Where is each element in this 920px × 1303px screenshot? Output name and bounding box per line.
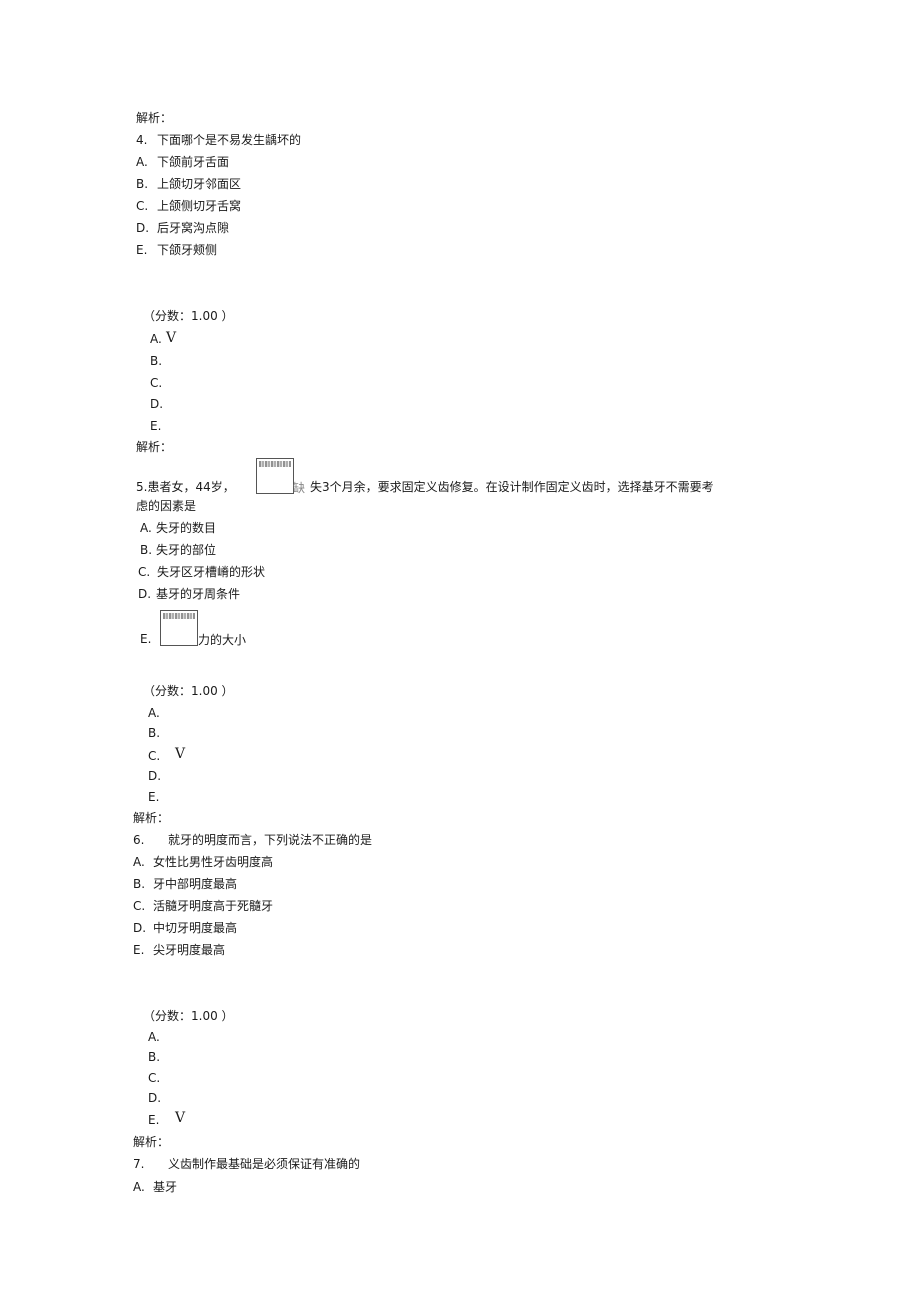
question-stem: 下面哪个是不易发生龋坏的 xyxy=(157,133,302,147)
answer-letter: A. xyxy=(150,332,162,346)
option-letter: B. xyxy=(140,543,153,557)
answer-letter: D. xyxy=(148,1091,162,1105)
option-text: 失牙的数目 xyxy=(156,521,217,535)
option-text: 上颌侧切牙舌窝 xyxy=(157,199,242,213)
answer-letter: A. xyxy=(148,706,160,720)
option-text: 后牙窝沟点隙 xyxy=(157,221,230,235)
answer-letter: B. xyxy=(148,726,161,740)
analysis-label: 解析： xyxy=(136,111,173,125)
score-label: （分数：1.00 ） xyxy=(143,309,234,323)
score-label: （分数：1.00 ） xyxy=(143,684,234,698)
option-letter: B. xyxy=(136,177,149,191)
option-letter: E. xyxy=(136,243,148,257)
option-text: 活髓牙明度高于死髓牙 xyxy=(153,899,274,913)
answer-letter: E. xyxy=(148,1113,160,1127)
correct-check-mark: V xyxy=(175,746,186,762)
option-text: 女性比男性牙齿明度高 xyxy=(153,855,274,869)
answer-letter: C. xyxy=(148,749,161,763)
option-letter: D. xyxy=(138,587,152,601)
question-number: 7. xyxy=(133,1157,145,1171)
embedded-image-placeholder xyxy=(256,458,294,494)
correct-check-mark: V xyxy=(175,1110,186,1126)
missing-glyph: 缺 xyxy=(293,481,306,495)
answer-letter: A. xyxy=(148,1030,160,1044)
question-stem: 就牙的明度而言，下列说法不正确的是 xyxy=(168,833,373,847)
option-letter: C. xyxy=(133,899,146,913)
question-stem-part2: 失3个月余，要求固定义齿修复。在设计制作固定义齿时，选择基牙不需要考 xyxy=(310,480,714,494)
question-number: 4. xyxy=(136,133,148,147)
analysis-label: 解析： xyxy=(136,440,173,454)
answer-letter: C. xyxy=(150,376,163,390)
option-letter: A. xyxy=(133,1180,145,1194)
answer-letter: E. xyxy=(150,419,162,433)
answer-letter: C. xyxy=(148,1071,161,1085)
answer-letter: D. xyxy=(148,769,162,783)
option-letter: B. xyxy=(133,877,146,891)
option-letter: D. xyxy=(136,221,150,235)
option-letter: A. xyxy=(140,521,152,535)
answer-letter: E. xyxy=(148,790,160,804)
option-text: 失牙区牙槽嵴的形状 xyxy=(157,565,266,579)
option-text: 中切牙明度最高 xyxy=(153,921,238,935)
analysis-label: 解析： xyxy=(133,811,170,825)
option-text: 牙中部明度最高 xyxy=(153,877,238,891)
option-letter: D. xyxy=(133,921,147,935)
option-text: 下颌牙颊侧 xyxy=(157,243,218,257)
option-text: 下颌前牙舌面 xyxy=(157,155,230,169)
question-stem-part1: 5.患者女，44岁， xyxy=(136,480,235,494)
option-letter: C. xyxy=(136,199,149,213)
option-text: 失牙的部位 xyxy=(156,543,217,557)
option-text: 尖牙明度最高 xyxy=(153,943,226,957)
option-letter: C. xyxy=(138,565,151,579)
score-label: （分数：1.00 ） xyxy=(143,1009,234,1023)
option-text: 基牙 xyxy=(153,1180,178,1194)
answer-letter: B. xyxy=(148,1050,161,1064)
answer-letter: B. xyxy=(150,354,163,368)
embedded-image-placeholder xyxy=(160,610,198,646)
option-letter: A. xyxy=(136,155,148,169)
answer-letter: D. xyxy=(150,397,164,411)
question-stem: 义齿制作最基础是必须保证有准确的 xyxy=(168,1157,361,1171)
option-letter: E. xyxy=(133,943,145,957)
correct-check-mark: V xyxy=(166,330,177,346)
option-text: 上颌切牙邻面区 xyxy=(157,177,242,191)
option-text: 基牙的牙周条件 xyxy=(156,587,241,601)
option-letter: A. xyxy=(133,855,145,869)
question-stem-line2: 虑的因素是 xyxy=(136,499,197,513)
analysis-label: 解析： xyxy=(133,1135,170,1149)
option-letter: E. xyxy=(140,632,152,646)
option-text: 力的大小 xyxy=(198,633,247,647)
question-number: 6. xyxy=(133,833,145,847)
